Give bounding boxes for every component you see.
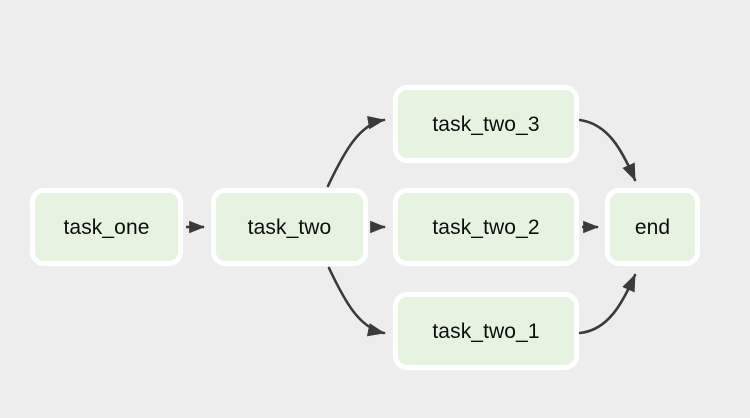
node-task-one[interactable]: task_one bbox=[30, 188, 183, 266]
edge-task-two-to-task-two-3 bbox=[326, 115, 386, 188]
node-end[interactable]: end bbox=[605, 188, 700, 266]
node-label: task_two_1 bbox=[432, 319, 540, 343]
node-task-two-1[interactable]: task_two_1 bbox=[393, 292, 579, 370]
node-label: task_one bbox=[63, 215, 150, 239]
edge-task-two-1-to-end bbox=[578, 273, 637, 335]
node-task-two[interactable]: task_two bbox=[211, 188, 368, 266]
edge-task-two-to-task-two-1 bbox=[327, 266, 386, 337]
edge-task-two-3-to-end bbox=[578, 118, 637, 182]
node-task-two-3[interactable]: task_two_3 bbox=[393, 85, 579, 163]
node-label: task_two_2 bbox=[432, 215, 540, 239]
node-label: task_two bbox=[247, 215, 332, 239]
node-task-two-2[interactable]: task_two_2 bbox=[393, 188, 579, 266]
node-label: task_two_3 bbox=[432, 112, 540, 136]
node-label: end bbox=[634, 215, 671, 239]
